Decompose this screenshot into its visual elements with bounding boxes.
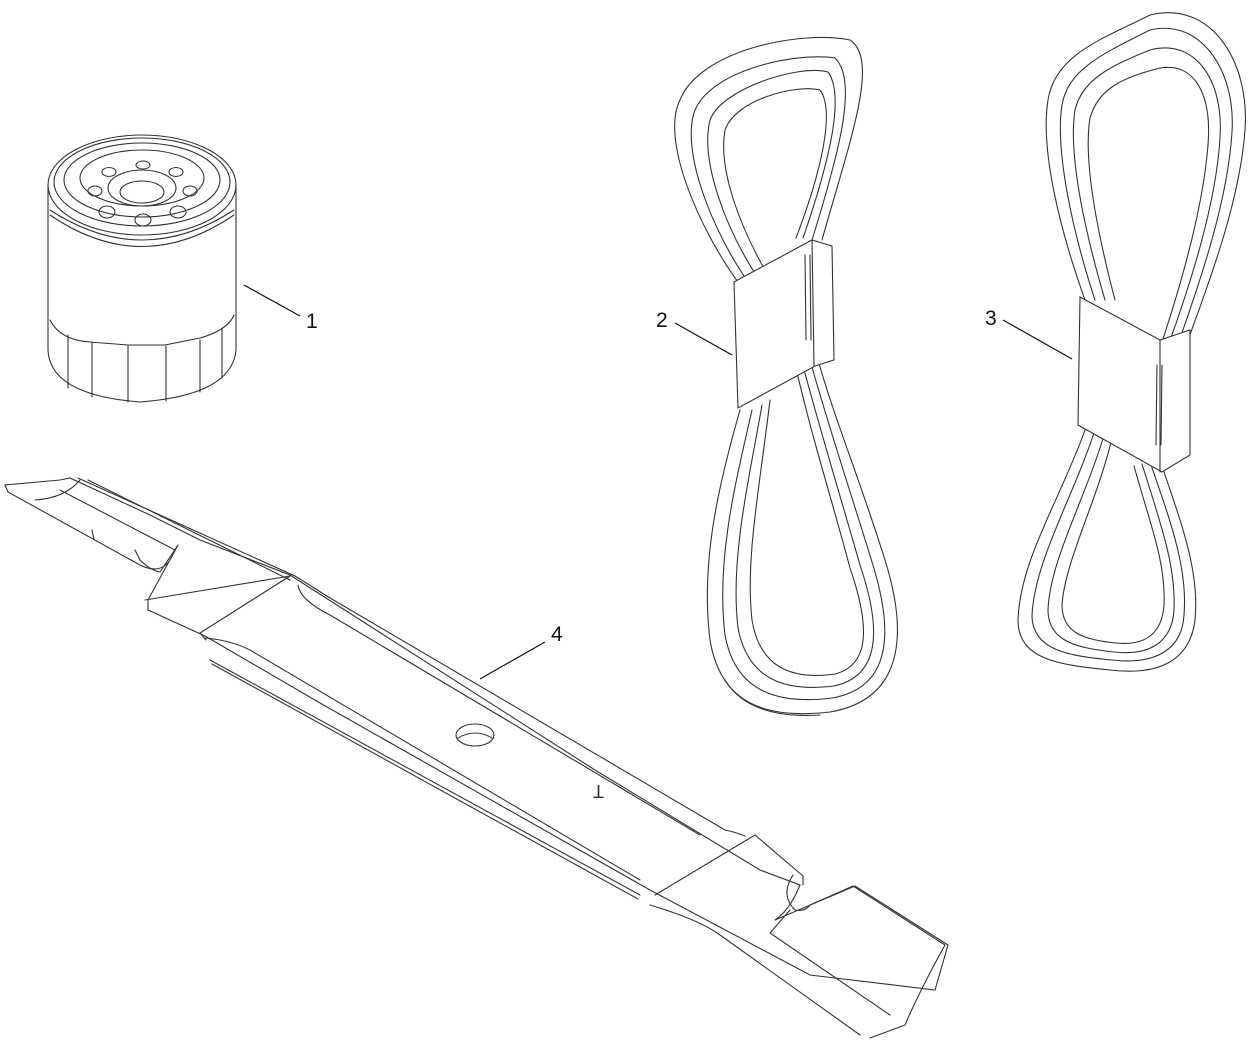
callout-4: 4 <box>551 623 563 646</box>
oil-filter <box>47 134 237 403</box>
leader-line-1 <box>243 284 301 317</box>
callout-2: 2 <box>656 309 668 332</box>
leader-line-4 <box>479 641 546 680</box>
mower-blade: T <box>4 477 949 1039</box>
leader-line-3 <box>1002 319 1073 360</box>
drive-belt-b <box>1017 12 1246 672</box>
blade-marking-t: T <box>593 781 604 801</box>
leader-line-2 <box>674 322 733 356</box>
drive-belt-a <box>674 37 898 716</box>
callout-1: 1 <box>306 310 318 333</box>
callout-3: 3 <box>985 307 997 330</box>
